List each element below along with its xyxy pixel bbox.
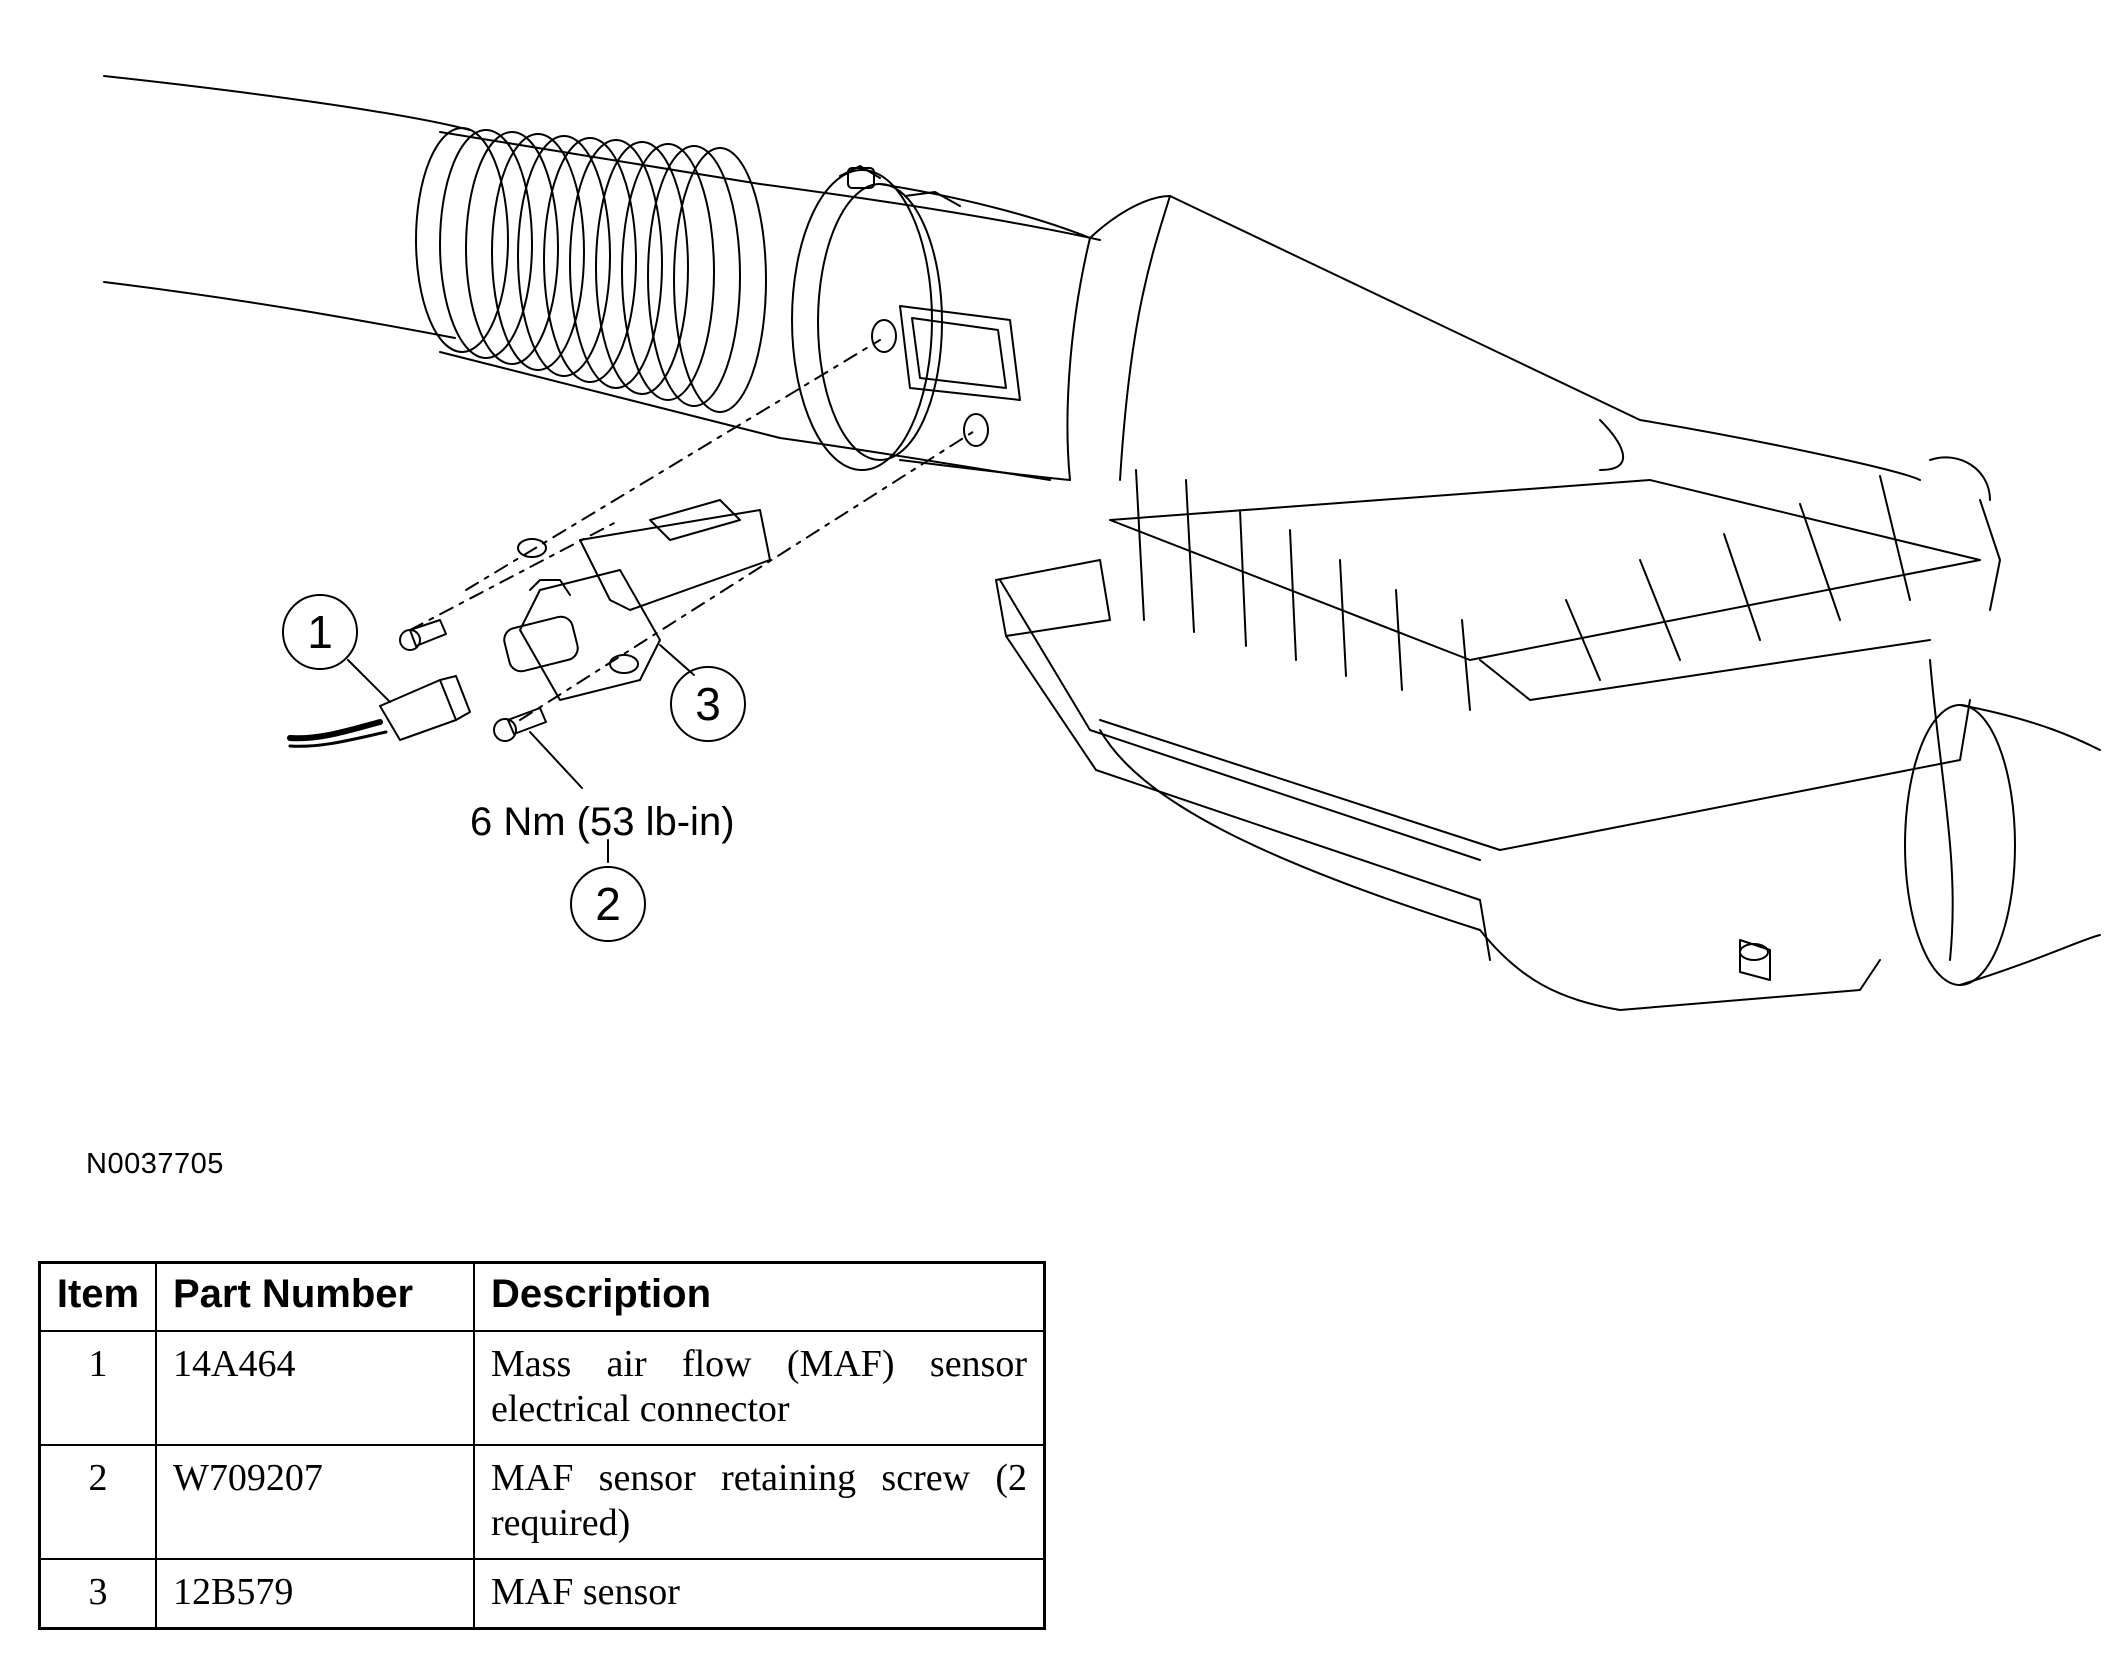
callout-3: 3 (670, 666, 746, 742)
callout-3-label: 3 (695, 678, 721, 730)
tube-segment (879, 183, 1091, 481)
callout-2-label: 2 (595, 878, 621, 930)
electrical-connector (287, 675, 471, 748)
cell-description: MAF sensor (473, 1558, 1046, 1630)
parts-table: Item Part Number Description 1 14A464 Ma… (38, 1261, 1046, 1630)
callout-1: 1 (282, 594, 358, 670)
maf-sensor (503, 499, 771, 701)
maf-port (871, 305, 1021, 447)
column-header-item: Item (38, 1261, 157, 1332)
cell-description: Mass air flow (MAF) sensor electrical co… (473, 1330, 1046, 1446)
cell-description: MAF sensor retaining screw (2 required) (473, 1444, 1046, 1560)
screw-lower (493, 707, 547, 742)
callout-leaders (347, 644, 695, 863)
column-header-description: Description (473, 1261, 1046, 1332)
table-row: 1 14A464 Mass air flow (MAF) sensor elec… (38, 1330, 1046, 1446)
table-row: 3 12B579 MAF sensor (38, 1558, 1046, 1630)
table-header-row: Item Part Number Description (38, 1261, 1046, 1332)
air-cleaner-housing (995, 195, 2101, 1011)
cell-part-number: 14A464 (155, 1330, 475, 1446)
hose-clamp (791, 165, 961, 471)
torque-spec: 6 Nm (53 lb-in) (470, 800, 735, 844)
intake-air-tube (103, 75, 1101, 481)
alignment-lines (409, 339, 977, 721)
table-row: 2 W709207 MAF sensor retaining screw (2 … (38, 1444, 1046, 1560)
intake-bellows (415, 127, 781, 439)
cell-item: 3 (38, 1558, 157, 1630)
screw-upper (399, 619, 447, 651)
cell-item: 1 (38, 1330, 157, 1446)
cell-part-number: W709207 (155, 1444, 475, 1560)
callout-2: 2 (570, 866, 646, 942)
cell-item: 2 (38, 1444, 157, 1560)
cell-part-number: 12B579 (155, 1558, 475, 1630)
callout-1-label: 1 (307, 606, 333, 658)
column-header-part-number: Part Number (155, 1261, 475, 1332)
figure-id: N0037705 (86, 1148, 224, 1180)
